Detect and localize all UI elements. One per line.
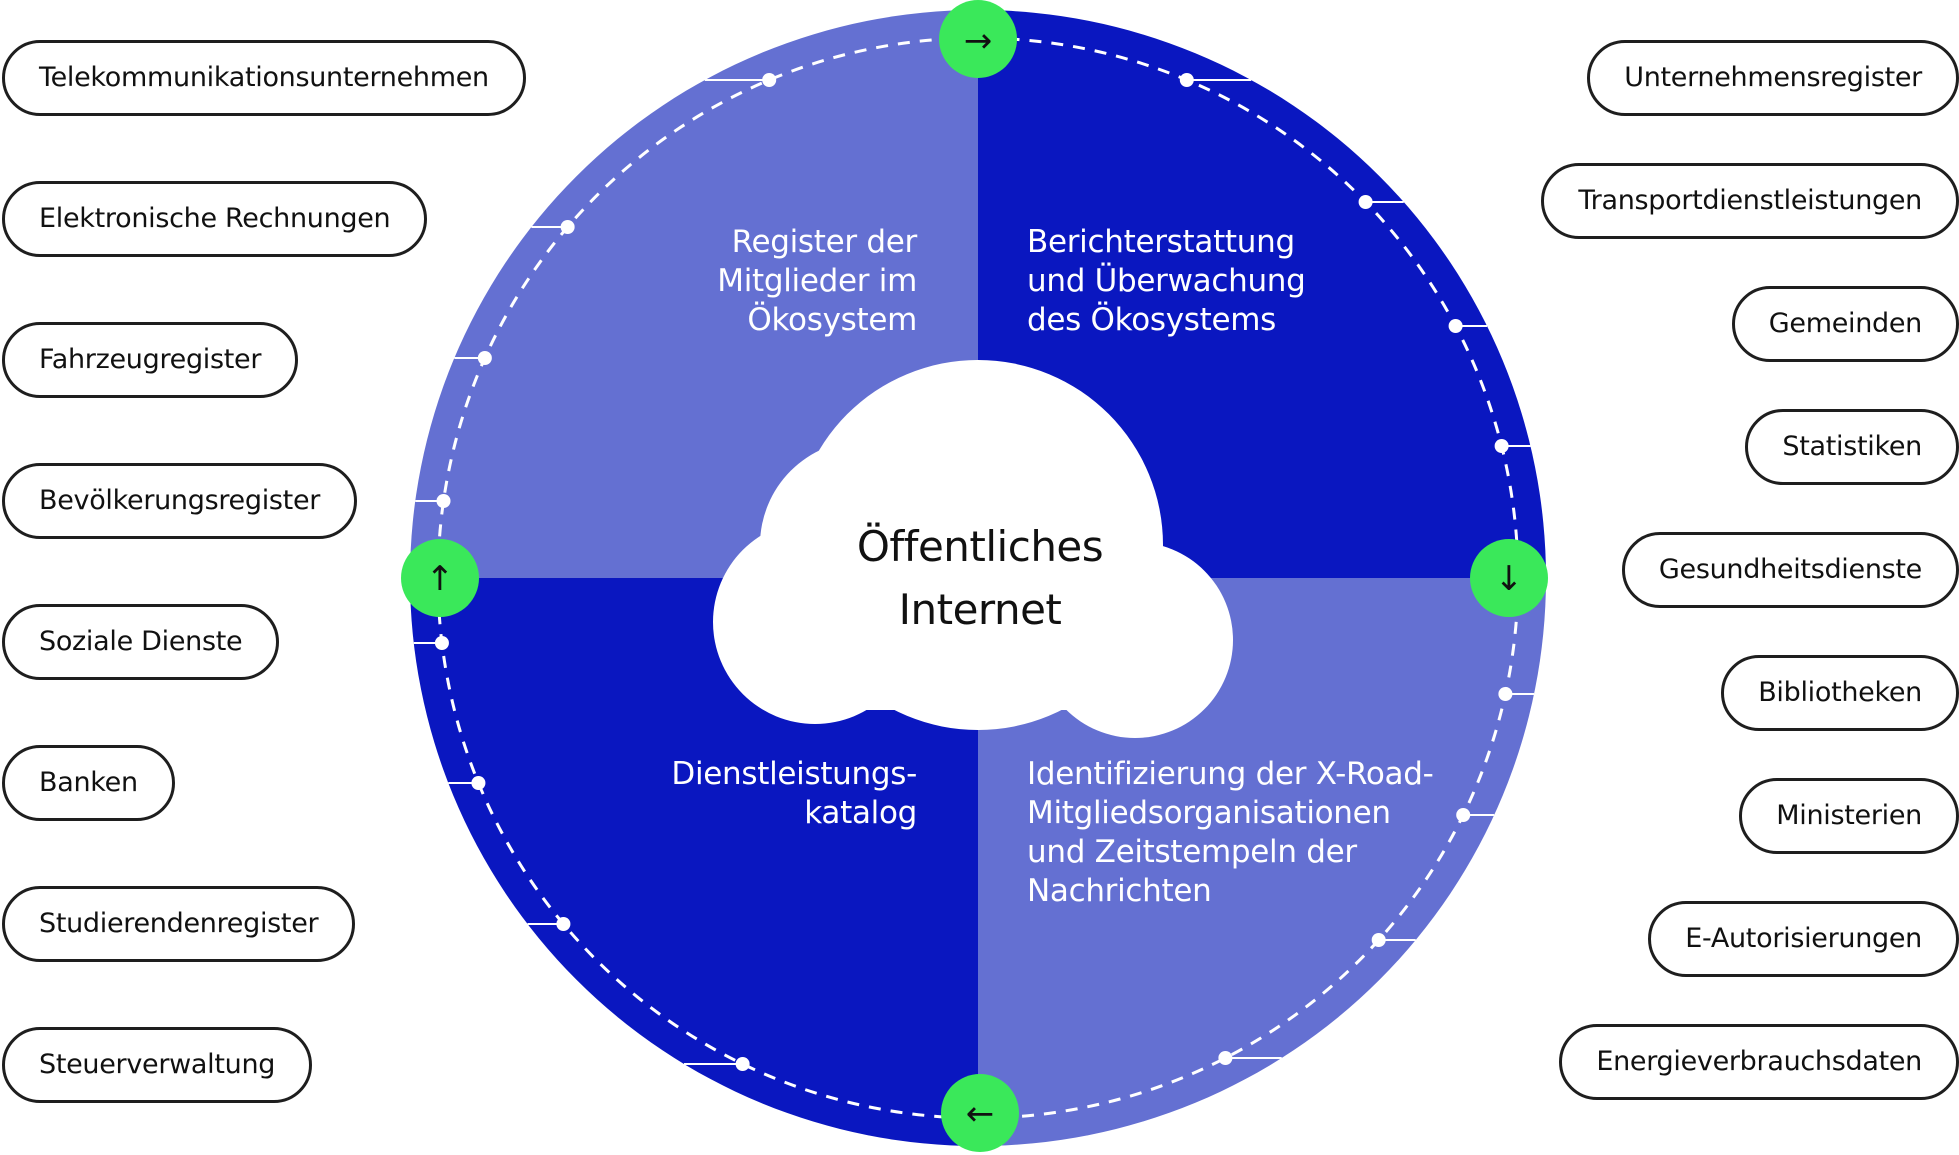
left-item-steuerverwaltung[interactable]: Steuerverwaltung [2,1027,313,1103]
quadrant-bottom-left-line-1: Dienstleistungs- [671,756,917,792]
left-item-banken[interactable]: Banken [2,745,175,821]
right-item-gesundheitsdienste[interactable]: Gesundheitsdienste [1621,532,1959,608]
arrow-bottom[interactable]: ← [941,1074,1019,1152]
right-item-statistiken[interactable]: Statistiken [1745,409,1959,485]
left-connector-dot-4 [436,494,451,508]
cloud-base-bottom [800,612,1145,710]
right-connector-dot-6 [1456,808,1471,822]
right-connector-dot-3 [1448,319,1463,333]
quadrant-top-right-line-2: und Überwachung [1027,263,1306,299]
left-connector-dot-8 [735,1057,750,1071]
right-connector-dot-7 [1371,933,1386,947]
cloud-label-line-1: Öffentliches [856,522,1104,571]
quadrant-bottom-left-label: Dienstleistungs- katalog [671,755,917,833]
left-item-telekommunikation[interactable]: Telekommunikationsunternehmen [2,40,526,116]
arrow-right-circle [1470,539,1548,617]
quadrant-bottom-right-line-2: Mitgliedsorganisationen [1027,795,1391,831]
right-connector-dot-4 [1494,439,1509,453]
arrow-bottom-icon: ← [966,1094,995,1134]
left-item-studierendenregister[interactable]: Studierendenregister [2,886,356,962]
quadrant-top-left-line-2: Mitglieder im [717,263,917,299]
arrow-left-circle [401,539,479,617]
quadrant-top-right-line-3: des Ökosystems [1027,302,1276,338]
left-connector-dot-6 [471,776,486,790]
left-item-soziale-dienste[interactable]: Soziale Dienste [2,604,280,680]
orbit-connectors [413,73,1535,1071]
right-connector-dot-5 [1498,687,1513,701]
right-connector-dot-8 [1218,1051,1233,1065]
arrow-left-icon: ↑ [426,559,455,599]
quadrant-top-left-label: Register der Mitglieder im Ökosystem [717,223,917,340]
left-connector-dot-3 [477,351,492,365]
left-item-bevoelkerungsregister[interactable]: Bevölkerungsregister [2,463,358,539]
arrow-bottom-circle [941,1074,1019,1152]
arrow-top-icon: → [964,21,993,61]
right-connector-dot-1 [1179,73,1194,87]
right-item-bibliotheken[interactable]: Bibliotheken [1721,655,1959,731]
quadrant-top-right-label: Berichterstattung und Überwachung des Ök… [1027,223,1306,340]
right-item-energieverbrauchsdaten[interactable]: Energieverbrauchsdaten [1559,1024,1959,1100]
right-item-ministerien[interactable]: Ministerien [1739,778,1959,854]
quadrant-bottom-left-line-2: katalog [804,795,917,831]
arrow-right[interactable]: ↓ [1470,539,1548,617]
quadrant-top-right-line-1: Berichterstattung [1027,224,1295,260]
left-connector-dot-5 [434,636,449,650]
quadrant-bottom-right-line-4: Nachrichten [1027,873,1212,909]
cloud-label: Öffentliches Internet [820,515,1140,641]
left-connector-dot-7 [556,917,571,931]
left-item-fahrzeugregister[interactable]: Fahrzeugregister [2,322,299,398]
left-item-elektronische-rechnungen[interactable]: Elektronische Rechnungen [2,181,428,257]
arrow-right-icon: ↓ [1495,559,1524,599]
quadrant-bottom-right-line-3: und Zeitstempeln der [1027,834,1357,870]
right-connector-dot-2 [1358,195,1373,209]
quadrant-bottom-right-label: Identifizierung der X-Road- Mitgliedsorg… [1027,755,1434,911]
quadrant-top-left-line-3: Ökosystem [747,302,917,338]
cloud-label-line-2: Internet [898,585,1062,634]
right-item-unternehmensregister[interactable]: Unternehmensregister [1587,40,1959,116]
right-item-transportdienstleistungen[interactable]: Transportdienstleistungen [1541,163,1959,239]
left-connector-dot-2 [560,220,575,234]
arrow-top-circle [939,0,1017,78]
quadrant-top-left-line-1: Register der [731,224,918,260]
cloud [713,360,1233,738]
quadrant-bottom-right-line-1: Identifizierung der X-Road- [1027,756,1434,792]
right-item-e-autorisierungen[interactable]: E-Autorisierungen [1648,901,1959,977]
arrow-left[interactable]: ↑ [401,539,479,617]
right-item-gemeinden[interactable]: Gemeinden [1731,286,1959,362]
left-connector-dot-1 [762,73,777,87]
arrow-top[interactable]: → [939,0,1017,78]
